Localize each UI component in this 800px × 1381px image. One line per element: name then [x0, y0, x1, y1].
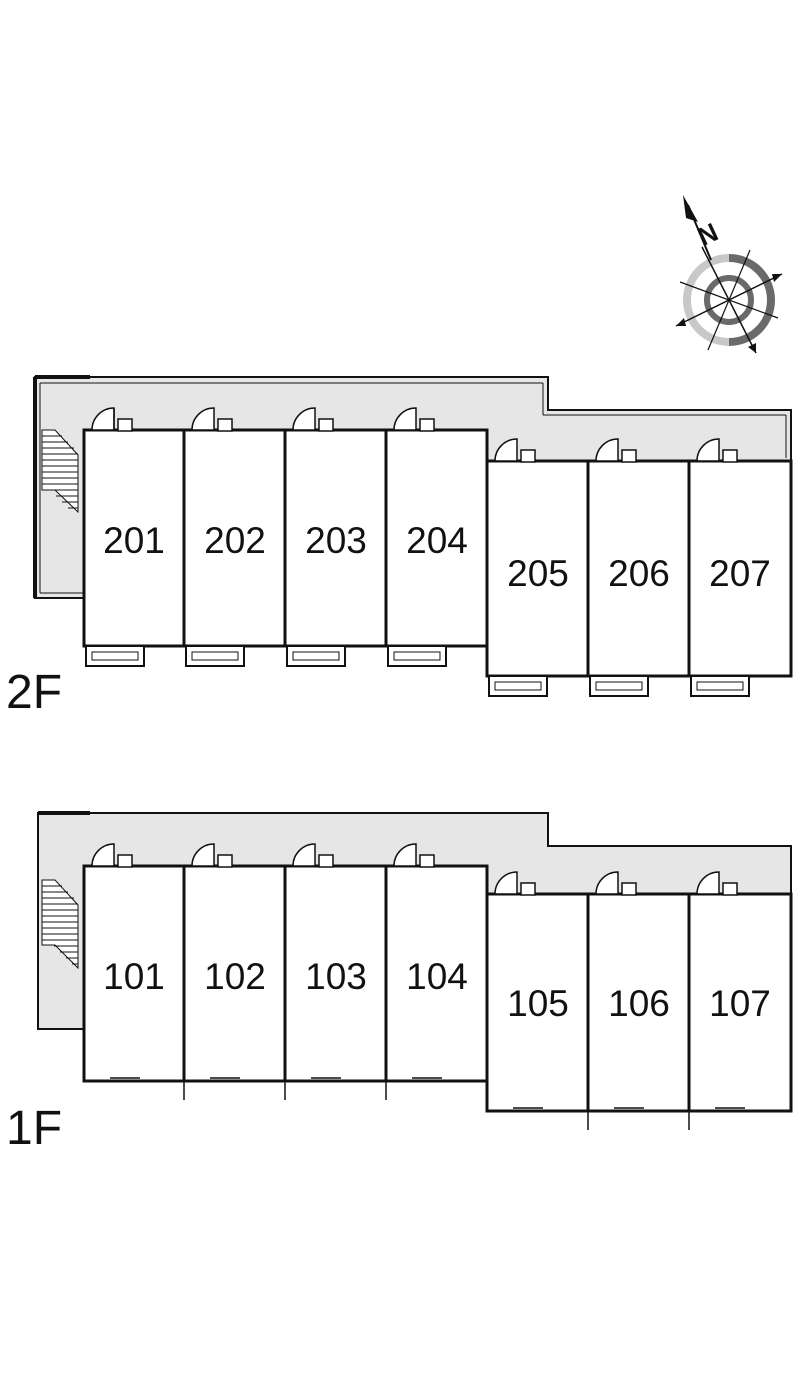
floor-label-1f: 1F	[6, 1102, 62, 1155]
floor-1f: 101 102 103 104 105 106 107 1F	[6, 811, 793, 1155]
rear-walls-1f	[110, 1077, 745, 1130]
north-label: N	[693, 217, 723, 252]
unit-label-106: 106	[608, 983, 670, 1024]
unit-label-105: 105	[507, 983, 569, 1024]
doors-1f	[91, 843, 738, 896]
compass: N	[675, 195, 783, 354]
unit-label-203: 203	[305, 520, 367, 561]
balconies-2f	[85, 645, 750, 697]
unit-107	[687, 892, 793, 1113]
unit-207	[687, 459, 793, 678]
unit-label-204: 204	[406, 520, 468, 561]
unit-label-206: 206	[608, 553, 670, 594]
compass-ring-dark	[728, 254, 775, 346]
unit-label-107: 107	[709, 983, 771, 1024]
floor-2f: 201 202 203 204 205 206 207 2F	[6, 375, 793, 719]
unit-label-207: 207	[709, 553, 771, 594]
unit-106	[586, 892, 691, 1113]
compass-inner-ring	[704, 275, 754, 325]
unit-label-201: 201	[103, 520, 165, 561]
doors-2f	[91, 407, 738, 463]
floor-label-2f: 2F	[6, 666, 62, 719]
unit-label-103: 103	[305, 956, 367, 997]
unit-105	[485, 892, 590, 1113]
staircase-2f	[41, 429, 79, 514]
unit-label-205: 205	[507, 553, 569, 594]
unit-104	[384, 864, 489, 1083]
unit-label-104: 104	[406, 956, 468, 997]
unit-label-202: 202	[204, 520, 266, 561]
staircase-1f	[41, 879, 79, 970]
unit-label-101: 101	[103, 956, 165, 997]
compass-ring-light	[683, 254, 730, 346]
north-arrow-icon	[683, 195, 698, 222]
unit-label-102: 102	[204, 956, 266, 997]
unit-102	[182, 864, 287, 1083]
unit-205	[485, 459, 590, 678]
